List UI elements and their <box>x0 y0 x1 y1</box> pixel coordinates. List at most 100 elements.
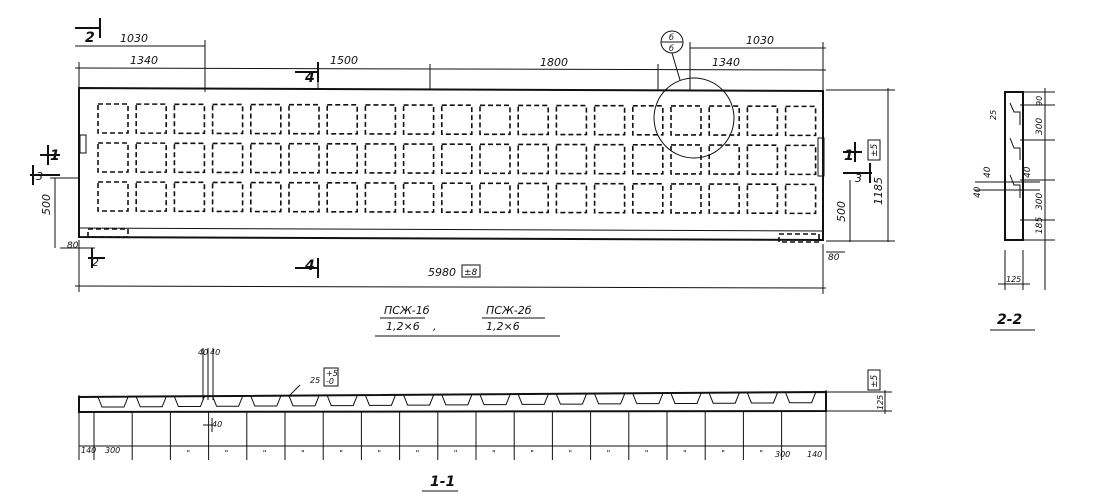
ditto-mark: " <box>607 449 611 458</box>
s11-dim-300-left: 300 <box>105 446 120 455</box>
dashed-cell <box>517 104 550 136</box>
rib-profile <box>326 395 358 407</box>
s11-tol-top: +5 <box>326 369 338 378</box>
ditto-mark: " <box>645 449 649 458</box>
slab-outline <box>78 86 824 242</box>
section-mark-4-bottom: 4 <box>304 258 315 274</box>
s11-tol-bottom: -0 <box>326 377 334 386</box>
ditto-mark: " <box>339 449 343 458</box>
rib-profile <box>632 393 664 405</box>
ditto-mark: " <box>301 449 305 458</box>
section-mark-4-top: 4 <box>304 70 315 86</box>
s11-dim-25: 25 <box>310 376 320 385</box>
dashed-cell <box>479 182 511 214</box>
overall-tolerance: ±8 <box>464 268 478 278</box>
rib-profile <box>441 394 473 406</box>
dashed-cell <box>631 105 664 136</box>
dashed-cell <box>555 182 588 214</box>
rib-profile <box>479 394 511 406</box>
ditto-mark: " <box>568 449 572 458</box>
rib-profile <box>403 394 435 406</box>
dashed-cell <box>746 144 779 176</box>
dashed-cell <box>708 183 741 214</box>
s22-dim-300-top: 300 <box>1035 118 1045 135</box>
s11-title: 1-1 <box>430 474 455 490</box>
dim-top-1800: 1800 <box>540 56 568 69</box>
dashed-cell <box>593 143 626 175</box>
s22-title: 2-2 <box>997 312 1022 328</box>
rib-profile <box>785 392 817 404</box>
detail-circle <box>653 77 735 159</box>
dashed-cell <box>288 103 320 135</box>
section-mark-3-right: 3 <box>855 172 862 185</box>
dashed-cell <box>211 181 244 213</box>
dim-left-500: 500 <box>40 194 53 215</box>
dashed-cell <box>784 183 817 215</box>
rib-profile <box>212 396 244 407</box>
dashed-cell <box>288 142 320 174</box>
dashed-cell <box>402 182 435 213</box>
dashed-cell <box>211 142 244 174</box>
dashed-cell <box>670 144 702 175</box>
s22-dim-90: 90 <box>1035 96 1044 106</box>
s11-dim-140-right: 140 <box>807 450 822 459</box>
dashed-cell <box>555 104 588 136</box>
designation-2-top: ПСЖ-2б <box>486 304 532 317</box>
ditto-mark: " <box>416 449 420 458</box>
dashed-cell <box>326 142 359 174</box>
dashed-cell <box>173 181 206 213</box>
s11-right-tol: ±5 <box>870 374 880 388</box>
ditto-mark: " <box>683 449 687 458</box>
dashed-cell <box>631 183 664 214</box>
dim-top-1500: 1500 <box>330 54 358 67</box>
dashed-cell <box>250 181 282 213</box>
dashed-cell <box>364 104 397 135</box>
dashed-cell <box>517 143 550 175</box>
dim-top-1340-right: 1340 <box>712 56 740 69</box>
dashed-cell <box>670 183 702 214</box>
s11-dim-40-c: 40 <box>212 420 222 429</box>
designation-2-bottom: 1,2×6 <box>486 320 520 333</box>
dashed-cell <box>517 182 550 214</box>
s11-dim-140-left: 140 <box>81 446 96 455</box>
dashed-cell <box>708 144 741 175</box>
dashed-cell <box>708 105 741 136</box>
ditto-mark: " <box>454 449 458 458</box>
rib-profile <box>250 395 282 407</box>
rib-profile <box>173 396 205 408</box>
dim-left-80: 80 <box>67 241 79 251</box>
dim-overall-5980: 5980 <box>428 266 456 279</box>
bottom-dim-ticks <box>93 412 783 460</box>
rib-profile <box>594 393 626 405</box>
ditto-mark: " <box>492 449 496 458</box>
s22-dim-40-b: 40 <box>983 166 993 178</box>
detail-mark-bottom: б <box>669 44 674 53</box>
ditto-mark: " <box>721 449 725 458</box>
dashed-cell <box>479 104 511 136</box>
ribs <box>97 392 817 408</box>
rib-profile <box>746 392 778 404</box>
designation-1-top: ПСЖ-1б <box>384 304 430 317</box>
section-mark-2-bottom: 2 <box>92 256 99 269</box>
rib-profile <box>288 395 320 407</box>
section-mark-2-top: 2 <box>85 30 95 46</box>
dashed-cell <box>746 183 779 215</box>
section-mark-1-right: 1 <box>844 148 854 164</box>
dashed-cell <box>402 104 435 135</box>
dashed-cell <box>173 103 206 135</box>
rib-profile <box>517 394 549 405</box>
dashed-cell <box>555 143 588 175</box>
dashed-cell <box>746 105 779 137</box>
rib-profile <box>135 396 167 408</box>
dashed-cells <box>97 103 817 215</box>
ditto-mark: " <box>530 449 534 458</box>
dim-right-1185: 1185 <box>872 177 885 205</box>
rib-profile <box>670 393 702 404</box>
section-2-2: 25 300 300 185 40 40 40 125 90 2-2 <box>973 88 1055 331</box>
designation-1-bottom: 1,2×6 <box>386 320 420 333</box>
dashed-cell <box>97 142 129 173</box>
ditto-mark: " <box>759 449 763 458</box>
dashed-cell <box>479 143 511 175</box>
dashed-cell <box>402 143 435 174</box>
rib-profile <box>555 393 587 405</box>
